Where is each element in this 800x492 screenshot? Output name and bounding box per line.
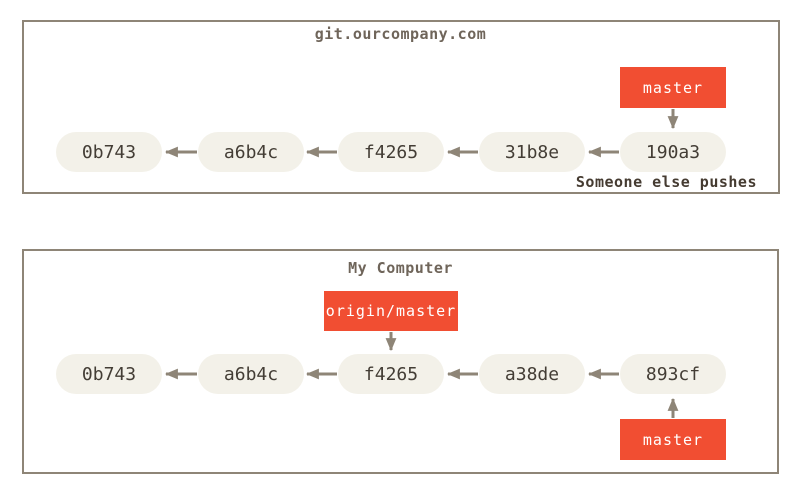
- local-repo-title: My Computer: [348, 259, 453, 277]
- remote-commit-f4265: f4265: [338, 132, 444, 172]
- local-commit-f4265: f4265: [338, 354, 444, 394]
- local-origin-master-label: origin/master: [324, 291, 458, 331]
- remote-commit-a6b4c: a6b4c: [198, 132, 304, 172]
- local-master-branch-label: master: [620, 419, 726, 460]
- remote-master-branch-label: master: [620, 67, 726, 108]
- someone-else-pushes-note: Someone else pushes: [575, 173, 757, 191]
- remote-commit-190a3: 190a3: [620, 132, 726, 172]
- local-commit-a38de: a38de: [479, 354, 585, 394]
- remote-repo-title: git.ourcompany.com: [314, 25, 487, 43]
- local-commit-0b743: 0b743: [56, 354, 162, 394]
- remote-commit-31b8e: 31b8e: [479, 132, 585, 172]
- local-commit-a6b4c: a6b4c: [198, 354, 304, 394]
- remote-commit-0b743: 0b743: [56, 132, 162, 172]
- remote-repo-box: [22, 20, 780, 194]
- local-repo-box: [22, 249, 779, 474]
- local-commit-893cf: 893cf: [620, 354, 726, 394]
